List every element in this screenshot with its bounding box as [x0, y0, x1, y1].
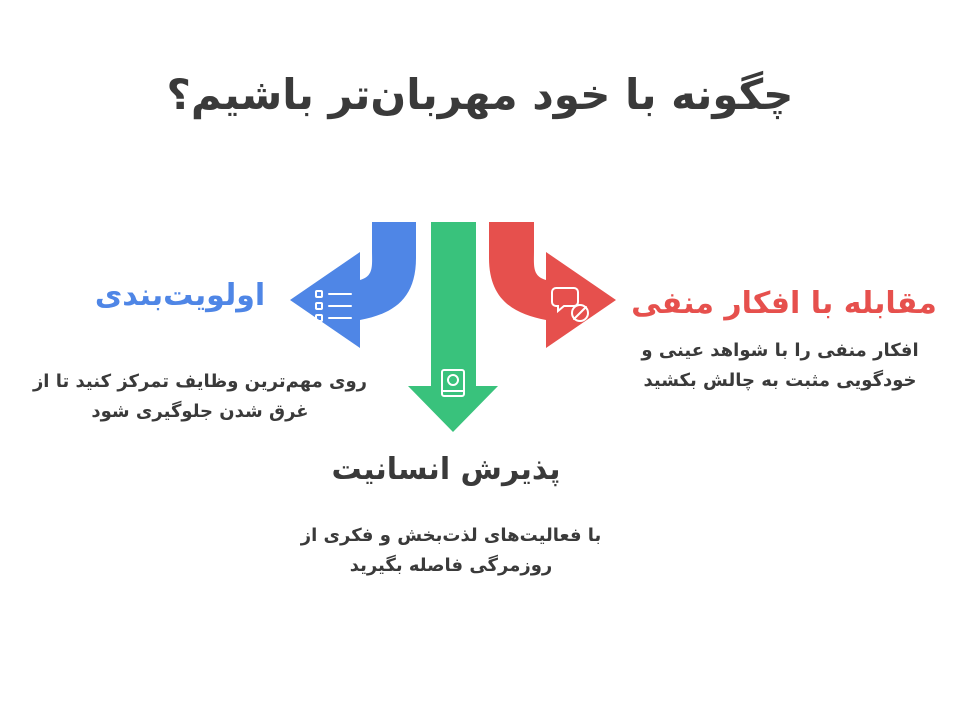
description-negative-thoughts: افکار منفی را با شواهد عینی و خودگویی مث…	[641, 340, 919, 391]
green-down-arrow	[408, 222, 498, 432]
description-prioritization: روی مهم‌ترین وظایف تمرکز کنید تا از غرق …	[32, 371, 368, 422]
checklist-icon	[315, 290, 352, 322]
blue-curved-arrow	[290, 222, 416, 348]
heading-prioritization: اولویت‌بندی	[94, 278, 266, 313]
heading-negative-thoughts: مقابله با افکار منفی	[631, 286, 937, 321]
heading-accepting-humanity: پذیرش انسانیت	[331, 452, 561, 487]
book-icon	[441, 369, 465, 397]
page-title: چگونه با خود مهربان‌تر باشیم؟	[166, 70, 794, 119]
description-accepting-humanity: با فعالیت‌های لذت‌بخش و فکری از روزمرگی …	[300, 525, 602, 576]
red-curved-arrow	[489, 222, 616, 348]
no-chat-icon	[551, 287, 589, 322]
